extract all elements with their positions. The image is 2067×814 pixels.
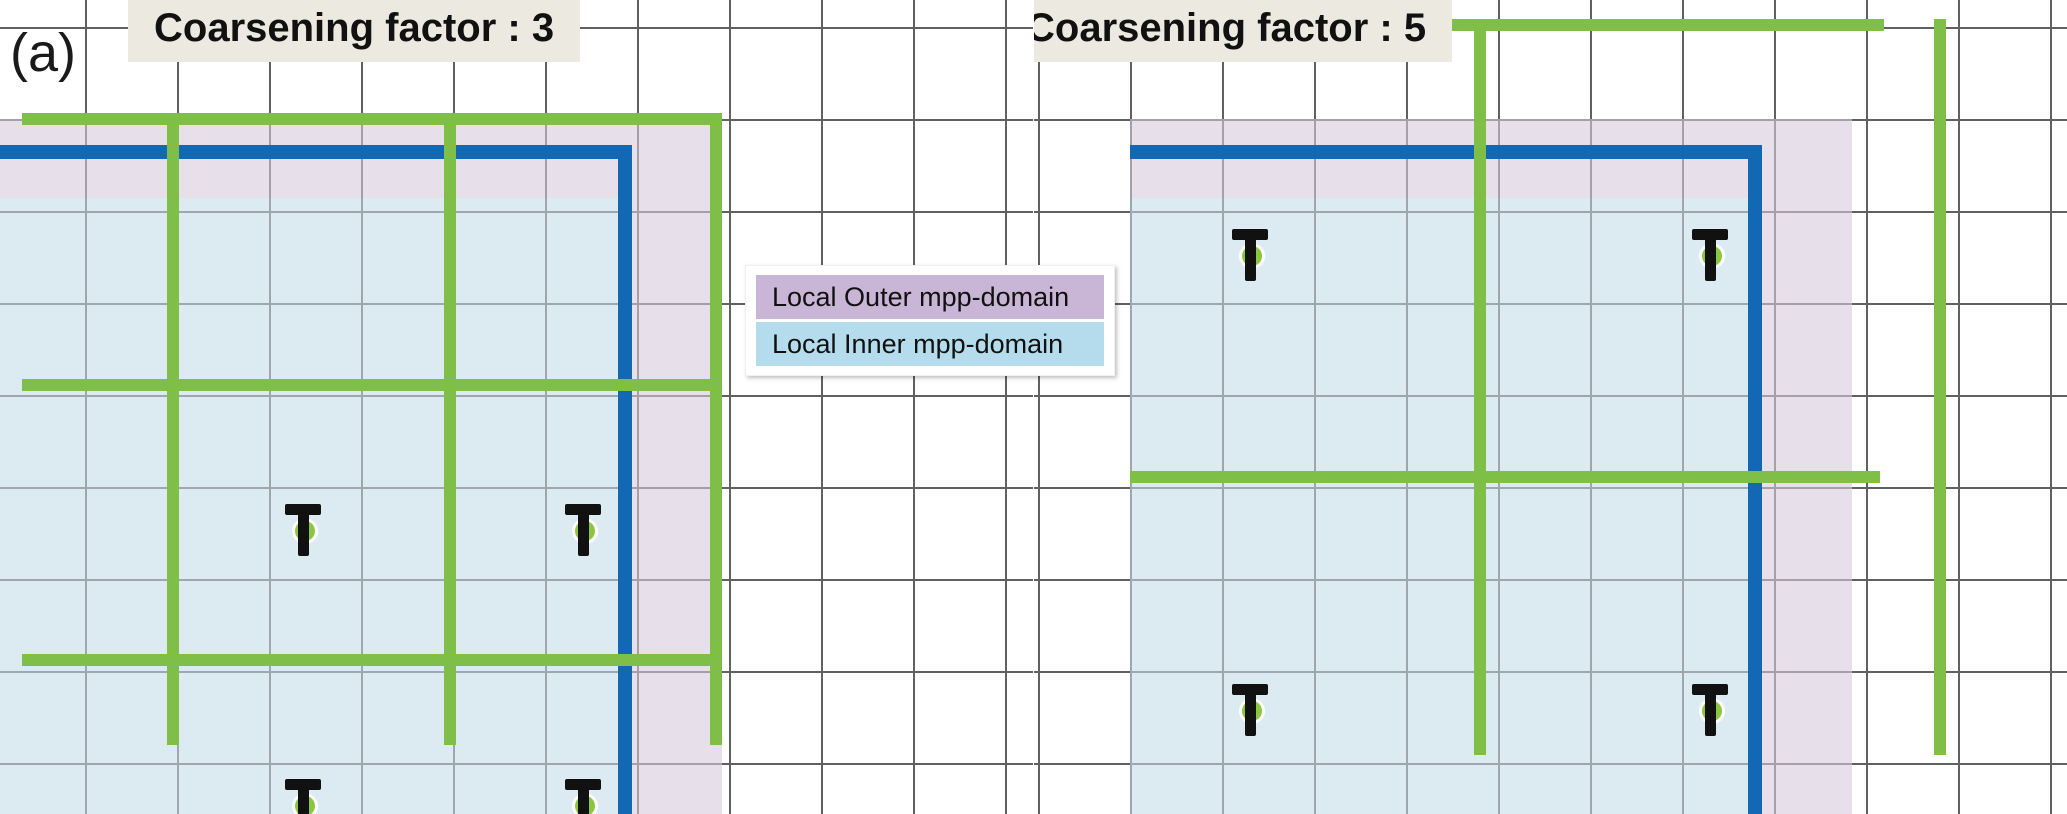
marker-bar bbox=[285, 779, 321, 790]
coarse-mesh-line-vertical bbox=[710, 113, 722, 745]
legend-item-inner: Local Inner mpp-domain bbox=[756, 322, 1104, 366]
grid-line-vertical bbox=[1958, 0, 1960, 814]
grid-line-vertical bbox=[545, 0, 547, 814]
inner-domain-right-border-a bbox=[618, 145, 632, 814]
panel-a: (a) Coarsening factor : 3 bbox=[0, 0, 1033, 814]
grid-line-vertical bbox=[1590, 0, 1592, 814]
marker-stem bbox=[1245, 229, 1256, 281]
grid-line-horizontal bbox=[1034, 395, 2067, 397]
marker-bar bbox=[285, 504, 321, 515]
marker-stem bbox=[298, 779, 309, 814]
grid-line-vertical bbox=[1005, 0, 1007, 814]
coarse-cell-markers-b bbox=[1034, 0, 2067, 814]
coarse-cell-center-marker bbox=[561, 777, 605, 814]
fine-grid-overlay-b bbox=[1034, 0, 2067, 814]
coarse-cell-center-marker bbox=[281, 777, 325, 814]
legend-item-outer: Local Outer mpp-domain bbox=[756, 275, 1104, 319]
marker-stem bbox=[1705, 684, 1716, 736]
coarse-mesh-line-horizontal bbox=[22, 113, 722, 125]
grid-line-vertical bbox=[361, 0, 363, 814]
grid-line-vertical bbox=[2050, 0, 2052, 814]
coarse-cell-center-marker bbox=[1228, 682, 1272, 738]
grid-line-vertical bbox=[913, 0, 915, 814]
grid-line-vertical bbox=[85, 0, 87, 814]
marker-stem bbox=[1705, 229, 1716, 281]
grid-line-vertical bbox=[1774, 0, 1776, 814]
grid-line-vertical bbox=[1406, 0, 1408, 814]
marker-stem bbox=[298, 504, 309, 556]
grid-line-vertical bbox=[637, 0, 639, 814]
legend-label-outer: Local Outer mpp-domain bbox=[772, 281, 1070, 312]
coarse-cell-center-marker bbox=[1228, 227, 1272, 283]
grid-line-horizontal bbox=[1034, 579, 2067, 581]
marker-bar bbox=[1692, 229, 1728, 240]
coarse-cell-center-marker bbox=[281, 502, 325, 558]
coarse-mesh-line-vertical bbox=[1474, 19, 1486, 755]
marker-stem bbox=[578, 504, 589, 556]
inner-domain-top-border-a bbox=[0, 145, 632, 159]
marker-bar bbox=[1232, 684, 1268, 695]
grid-line-horizontal bbox=[1034, 211, 2067, 213]
coarse-mesh-line-horizontal bbox=[22, 379, 722, 391]
panel-title-banner-a: Coarsening factor : 3 bbox=[128, 0, 581, 62]
grid-line-horizontal bbox=[0, 395, 1033, 397]
grid-line-horizontal bbox=[0, 763, 1033, 765]
marker-stem bbox=[578, 779, 589, 814]
grid-line-vertical bbox=[1682, 0, 1684, 814]
coarse-mesh-line-vertical bbox=[1934, 19, 1946, 755]
grid-line-vertical bbox=[1038, 0, 1040, 814]
legend: Local Outer mpp-domain Local Inner mpp-d… bbox=[745, 265, 1115, 376]
marker-bar bbox=[565, 504, 601, 515]
grid-line-vertical bbox=[1222, 0, 1224, 814]
coarse-mesh-line-horizontal bbox=[22, 654, 722, 666]
marker-stem bbox=[1245, 684, 1256, 736]
panel-label-a: (a) bbox=[10, 23, 76, 83]
coarse-mesh-line-vertical bbox=[444, 113, 456, 745]
grid-line-horizontal bbox=[0, 211, 1033, 213]
grid-line-vertical bbox=[1130, 0, 1132, 814]
grid-line-vertical bbox=[821, 0, 823, 814]
grid-line-horizontal bbox=[1034, 487, 2067, 489]
coarse-mesh-line-horizontal bbox=[1130, 471, 1880, 483]
grid-line-horizontal bbox=[1034, 303, 2067, 305]
panel-title-banner-b: Coarsening factor : 5 bbox=[1034, 0, 1453, 62]
inner-domain-top-border-b bbox=[1130, 145, 1762, 159]
grid-line-vertical bbox=[269, 0, 271, 814]
coarse-cell-markers-a bbox=[0, 0, 1033, 814]
grid-line-horizontal bbox=[0, 579, 1033, 581]
panel-b: (b) Coarsening factor : 5 bbox=[1034, 0, 2067, 814]
grid-line-horizontal bbox=[0, 487, 1033, 489]
coarse-mesh-a bbox=[0, 0, 1033, 814]
coarse-cell-center-marker bbox=[1688, 682, 1732, 738]
grid-line-horizontal bbox=[0, 303, 1033, 305]
grid-line-vertical bbox=[1866, 0, 1868, 814]
coarse-mesh-line-vertical bbox=[167, 113, 179, 745]
marker-bar bbox=[1232, 229, 1268, 240]
marker-bar bbox=[1692, 684, 1728, 695]
grid-line-horizontal bbox=[1034, 763, 2067, 765]
grid-line-horizontal bbox=[1034, 671, 2067, 673]
grid-line-vertical bbox=[1314, 0, 1316, 814]
coarse-cell-center-marker bbox=[1688, 227, 1732, 283]
legend-label-inner: Local Inner mpp-domain bbox=[772, 328, 1064, 359]
grid-line-horizontal bbox=[0, 671, 1033, 673]
inner-domain-region-b bbox=[1130, 198, 1762, 814]
grid-line-vertical bbox=[1498, 0, 1500, 814]
marker-bar bbox=[565, 779, 601, 790]
grid-line-vertical bbox=[729, 0, 731, 814]
coarse-cell-center-marker bbox=[561, 502, 605, 558]
grid-line-horizontal bbox=[1034, 119, 2067, 121]
